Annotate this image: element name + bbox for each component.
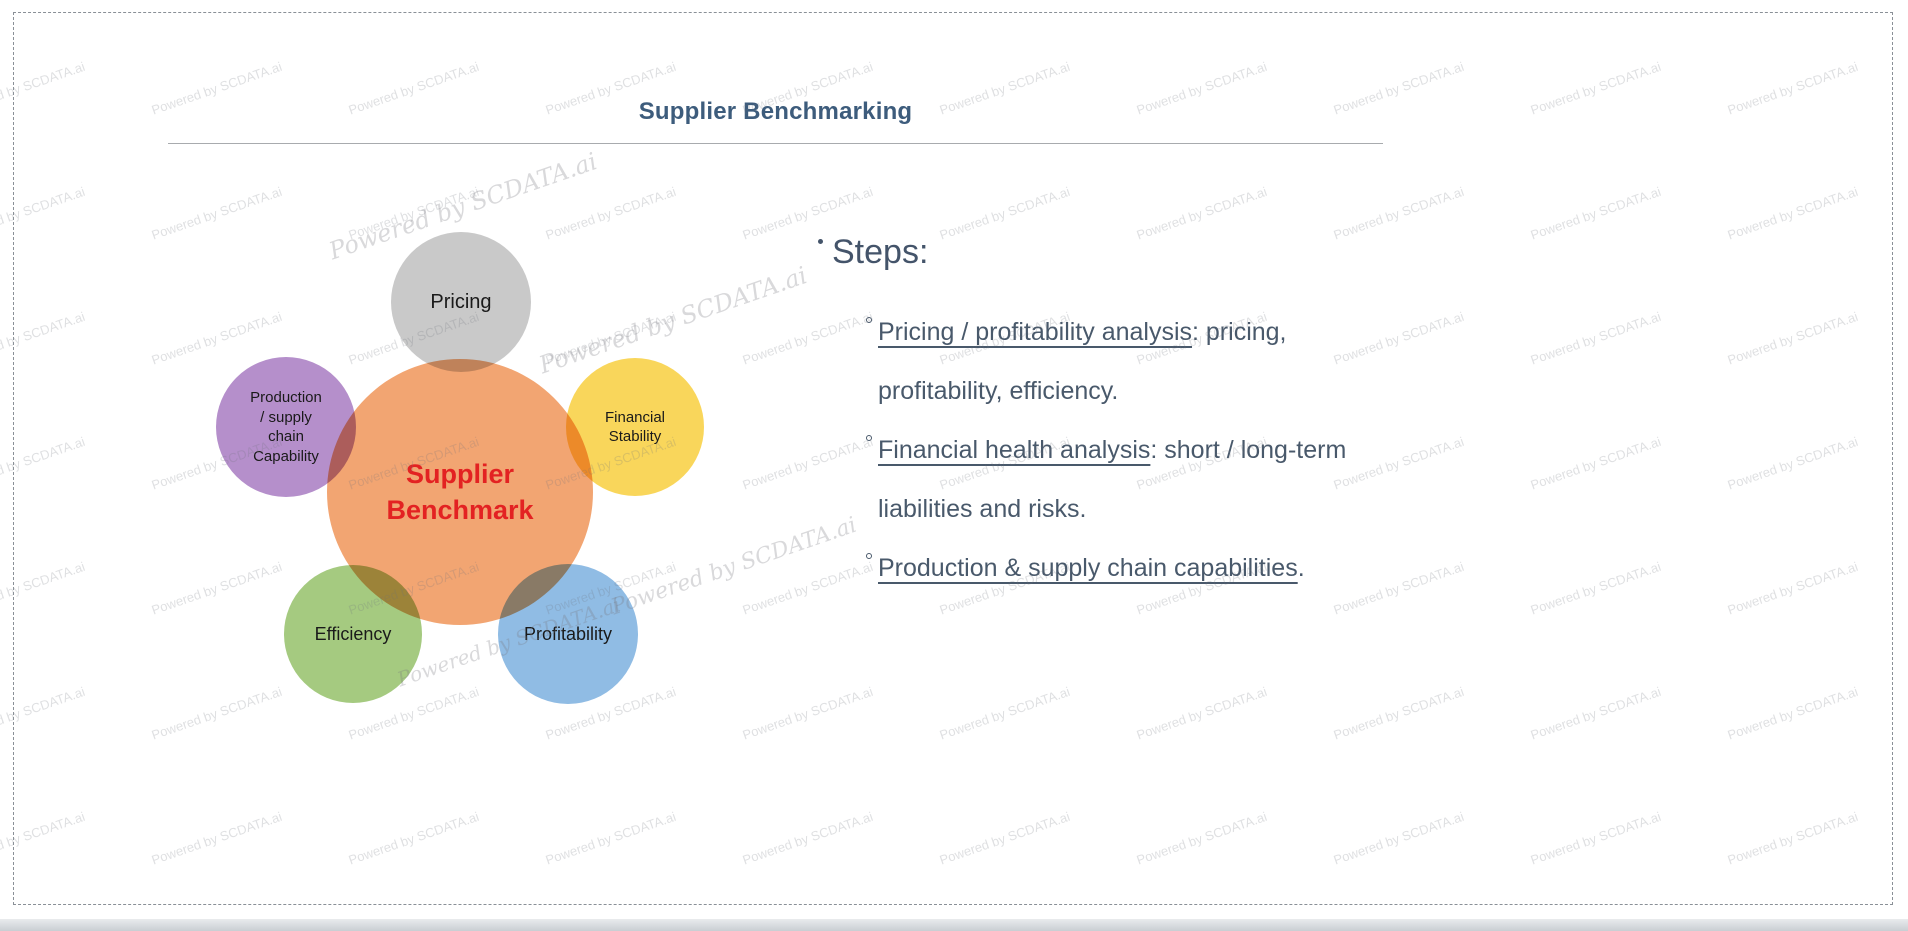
page-bottom-edge	[0, 919, 1908, 931]
step-term: Financial health analysis	[878, 436, 1151, 464]
circle-production-supply-chain: Production / supply chain Capability	[216, 357, 356, 497]
circle-pricing-label: Pricing	[430, 290, 492, 313]
step-detail: .	[1297, 554, 1305, 582]
steps-bullet-dot-icon	[818, 239, 823, 244]
slide-header: Supplier Benchmarking	[168, 98, 1383, 144]
step-bullet-circle-icon	[866, 553, 872, 559]
step-term: Production & supply chain capabilities	[878, 554, 1298, 582]
step-item-production-supply-chain: Production & supply chain capabilities.	[866, 539, 1318, 598]
step-detail: : short / long-term liabilities and risk…	[878, 436, 1347, 523]
step-term: Pricing / profitability analysis	[878, 318, 1193, 346]
circle-financial-stability-label: Financial Stability	[604, 408, 666, 446]
step-detail: : pricing, profitability, efficiency.	[878, 318, 1287, 405]
circle-efficiency: Efficiency	[284, 565, 422, 703]
center-circle-label: Supplier Benchmark	[386, 458, 534, 525]
step-bullet-circle-icon	[866, 317, 872, 323]
circle-profitability-label: Profitability	[523, 623, 613, 644]
circle-profitability: Profitability	[498, 564, 638, 704]
circle-efficiency-label: Efficiency	[314, 623, 392, 644]
steps-heading-row: Steps:	[818, 233, 928, 272]
circle-production-supply-chain-label: Production / supply chain Capability	[250, 389, 322, 465]
step-item-financial-health: Financial health analysis: short / long-…	[866, 421, 1393, 539]
circle-financial-stability: Financial Stability	[566, 358, 704, 496]
circle-pricing: Pricing	[391, 232, 531, 372]
steps-heading: Steps:	[832, 233, 929, 271]
page-title: Supplier Benchmarking	[638, 98, 913, 125]
steps-list: Pricing / profitability analysis: pricin…	[866, 303, 1393, 598]
step-bullet-circle-icon	[866, 435, 872, 441]
step-item-pricing-profitability: Pricing / profitability analysis: pricin…	[866, 303, 1393, 421]
